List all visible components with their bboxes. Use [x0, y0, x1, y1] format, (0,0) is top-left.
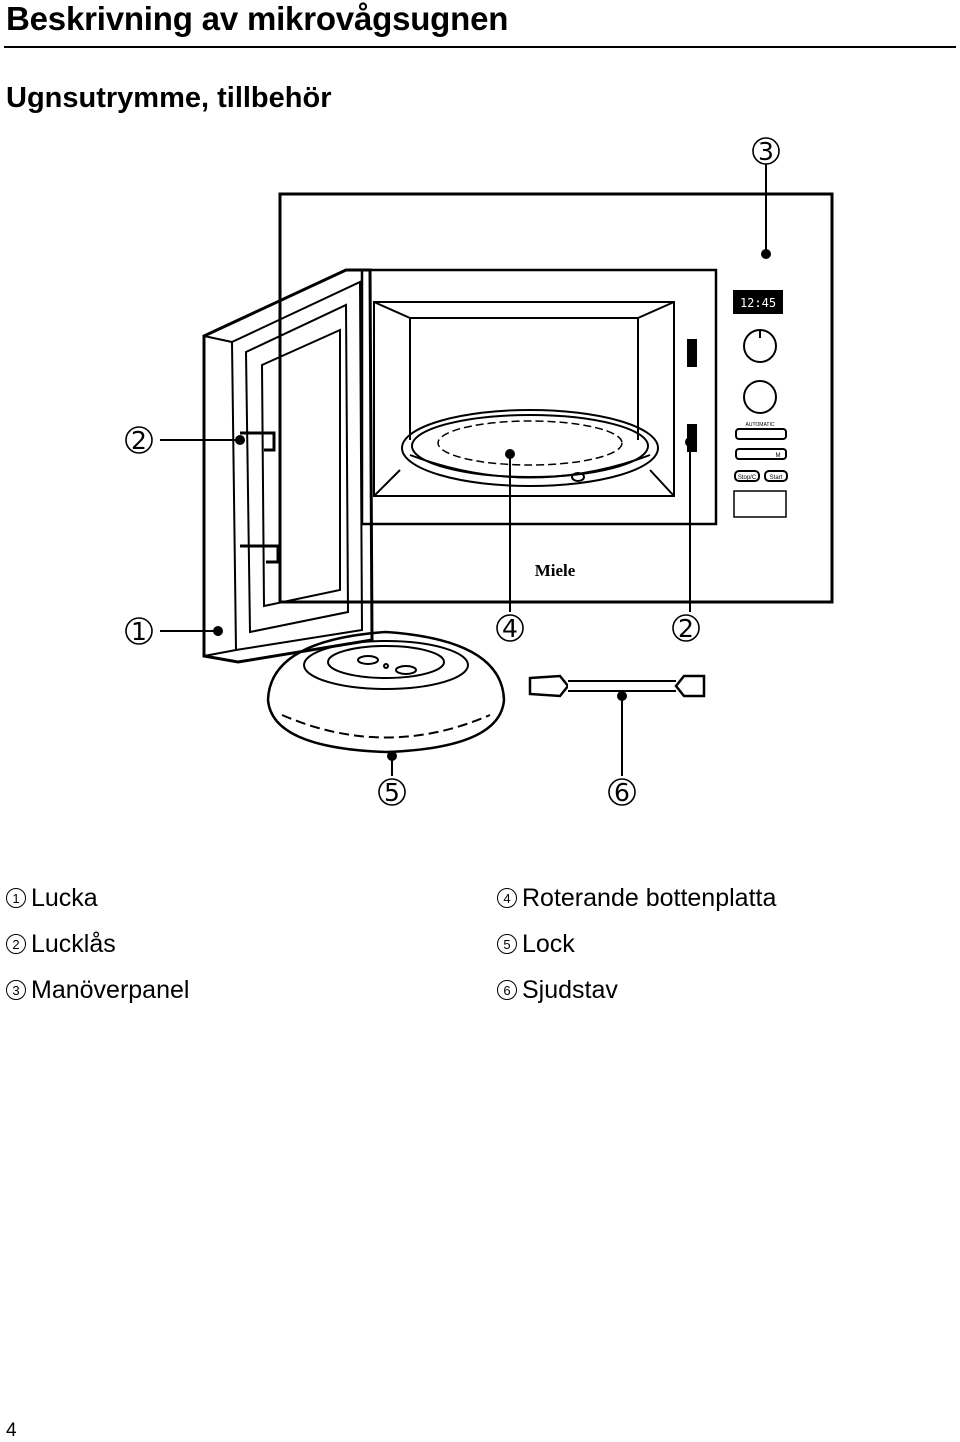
legend-label: Roterande bottenplatta [522, 883, 777, 912]
legend-label: Sjudstav [522, 975, 618, 1004]
legend-item-6: 6 Sjudstav [497, 974, 618, 1006]
legend-item-2: 2 Lucklås [6, 928, 116, 960]
function-buttons [735, 448, 787, 460]
oven-front-frame [360, 268, 718, 526]
control-panel [733, 290, 788, 518]
door-hook-top [240, 431, 276, 452]
oven-cavity [373, 301, 675, 497]
start-label: Start [770, 475, 783, 481]
legend-item-4: 4 Roterande bottenplatta [497, 882, 776, 914]
door-icon [202, 268, 374, 664]
section-subtitle: Ugnsutrymme, tillbehör [6, 82, 332, 114]
legend-item-3: 3 Manöverpanel [6, 974, 189, 1006]
legend-number: 3 [6, 980, 26, 1000]
display-time: 12:45 [740, 296, 776, 310]
callout-3: 3 [758, 137, 774, 166]
legend-label: Lucklås [31, 929, 116, 958]
legend-item-5: 5 Lock [497, 928, 575, 960]
page-number: 4 [6, 1420, 17, 1441]
time-display [733, 290, 783, 314]
legend-number: 4 [497, 888, 517, 908]
oven-housing [278, 192, 834, 604]
lid-icon [266, 630, 506, 754]
legend-number: 1 [6, 888, 26, 908]
callout-4: 4 [502, 614, 518, 643]
callout-5: 5 [384, 778, 400, 807]
door-hook-bottom [240, 544, 280, 564]
legend-number: 5 [497, 934, 517, 954]
callout-6: 6 [614, 778, 630, 807]
timer-knob [743, 380, 777, 414]
callout-1: 1 [131, 617, 147, 646]
automatic-label: AUTOMATIC [746, 422, 775, 428]
callout-2-right: 2 [678, 614, 694, 643]
memory-label: M [776, 453, 781, 459]
page-title: Beskrivning av mikrovågsugnen [6, 0, 509, 37]
brand-logo: Miele [535, 561, 576, 580]
legend-label: Lock [522, 929, 575, 958]
title-divider [4, 46, 956, 48]
legend-number: 6 [497, 980, 517, 1000]
door-latch-slot-top [687, 339, 697, 367]
start-button [764, 470, 788, 482]
legend-number: 2 [6, 934, 26, 954]
stop-label: Stop/C [738, 475, 757, 481]
automatic-buttons [735, 428, 787, 440]
panel-label-area [733, 490, 787, 518]
stop-button [734, 470, 760, 482]
stirring-rod-icon [528, 674, 706, 698]
legend-label: Lucka [31, 883, 98, 912]
legend-label: Manöverpanel [31, 975, 190, 1004]
legend-item-1: 1 Lucka [6, 882, 98, 914]
microwave-illustration: 3 2 1 4 2 5 6 12:45 AUTOMATIC M Stop/C S… [125, 137, 834, 807]
callout-2-left: 2 [131, 426, 147, 455]
turntable-icon [401, 409, 659, 487]
